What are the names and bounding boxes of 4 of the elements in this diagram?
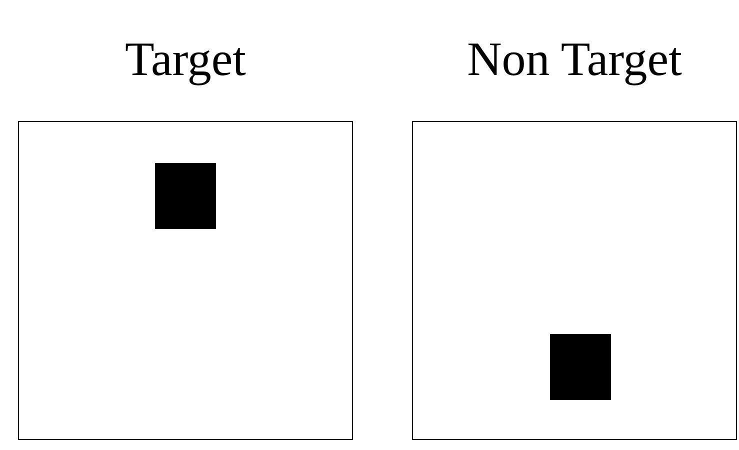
panel-title: Target [124,32,248,88]
filled-square [550,334,611,400]
filled-square [155,163,216,229]
panel-title: Non Target [466,32,683,88]
